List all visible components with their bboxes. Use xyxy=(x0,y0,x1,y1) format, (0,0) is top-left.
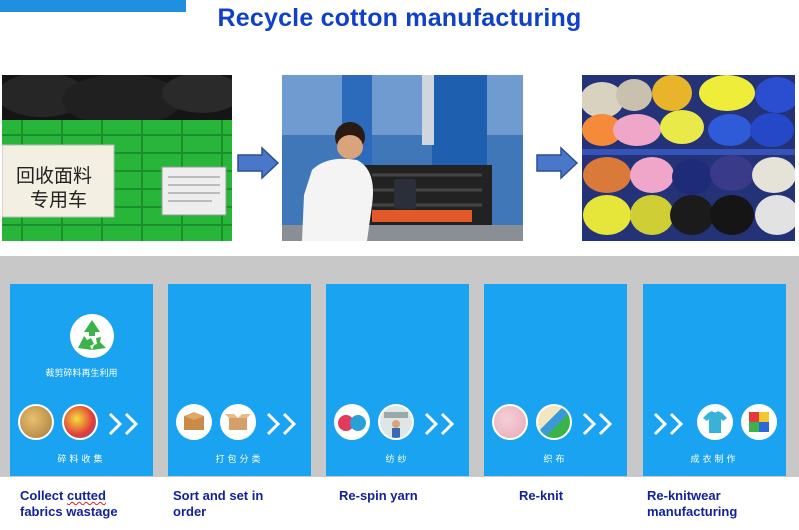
step-card-sort: 打包分类 xyxy=(168,284,311,476)
fabric-rolls-thumbnail xyxy=(536,404,572,440)
recycle-caption: 裁剪碎料再生利用 xyxy=(45,368,118,378)
colored-scraps-thumbnail xyxy=(62,404,98,440)
step-label-sort: Sort and set in order xyxy=(173,488,264,519)
flow-arrow-icon xyxy=(237,146,280,180)
chevron-right-icon xyxy=(424,412,455,436)
step-chip: 纺纱 xyxy=(385,454,410,464)
knit-fabric-thumbnail xyxy=(492,404,528,440)
spinning-worker-thumbnail xyxy=(378,404,414,440)
chevron-right-icon xyxy=(108,412,139,436)
photo-yarn-storage-shelves xyxy=(582,75,795,241)
open-box-thumbnail xyxy=(220,404,256,440)
carton-box-thumbnail xyxy=(176,404,212,440)
chevron-right-icon xyxy=(653,412,684,436)
page-title: Recycle cotton manufacturing xyxy=(217,4,582,32)
step-label-garment: Re-knitwear manufacturing xyxy=(647,488,738,519)
yarn-cones-thumbnail xyxy=(334,404,370,440)
step-chip: 碎料收集 xyxy=(57,454,106,464)
step-label-collect: Collect cutted fabrics wastage xyxy=(20,488,118,519)
chevron-right-icon xyxy=(582,412,613,436)
step-chip: 织布 xyxy=(543,454,568,464)
photo-baling-press-worker xyxy=(282,75,523,241)
chevron-right-icon xyxy=(266,412,297,436)
step-chip: 打包分类 xyxy=(215,454,264,464)
step-label-knit: Re-knit xyxy=(519,488,564,503)
colorful-shirt-thumbnail xyxy=(741,404,777,440)
step-label-spin: Re-spin yarn xyxy=(339,488,418,503)
step-card-spin: 纺纱 xyxy=(326,284,469,476)
step-labels-area xyxy=(0,477,799,530)
sign-line-1: 回收面料 xyxy=(16,166,93,187)
step-card-garment: 成衣制作 xyxy=(643,284,786,476)
photo-fabric-collection-crate: 回收面料 专用车 xyxy=(2,75,232,241)
logo-strip xyxy=(0,0,186,12)
step-chip: 成衣制作 xyxy=(690,454,739,464)
step-card-knit: 织布 xyxy=(484,284,627,476)
recycle-icon xyxy=(70,314,114,358)
tshirt-thumbnail xyxy=(697,404,733,440)
sign-line-2: 专用车 xyxy=(30,190,88,211)
step-card-collect: 裁剪碎料再生利用 碎料收集 xyxy=(10,284,153,476)
flow-arrow-icon xyxy=(536,146,579,180)
fabric-scraps-thumbnail xyxy=(18,404,54,440)
